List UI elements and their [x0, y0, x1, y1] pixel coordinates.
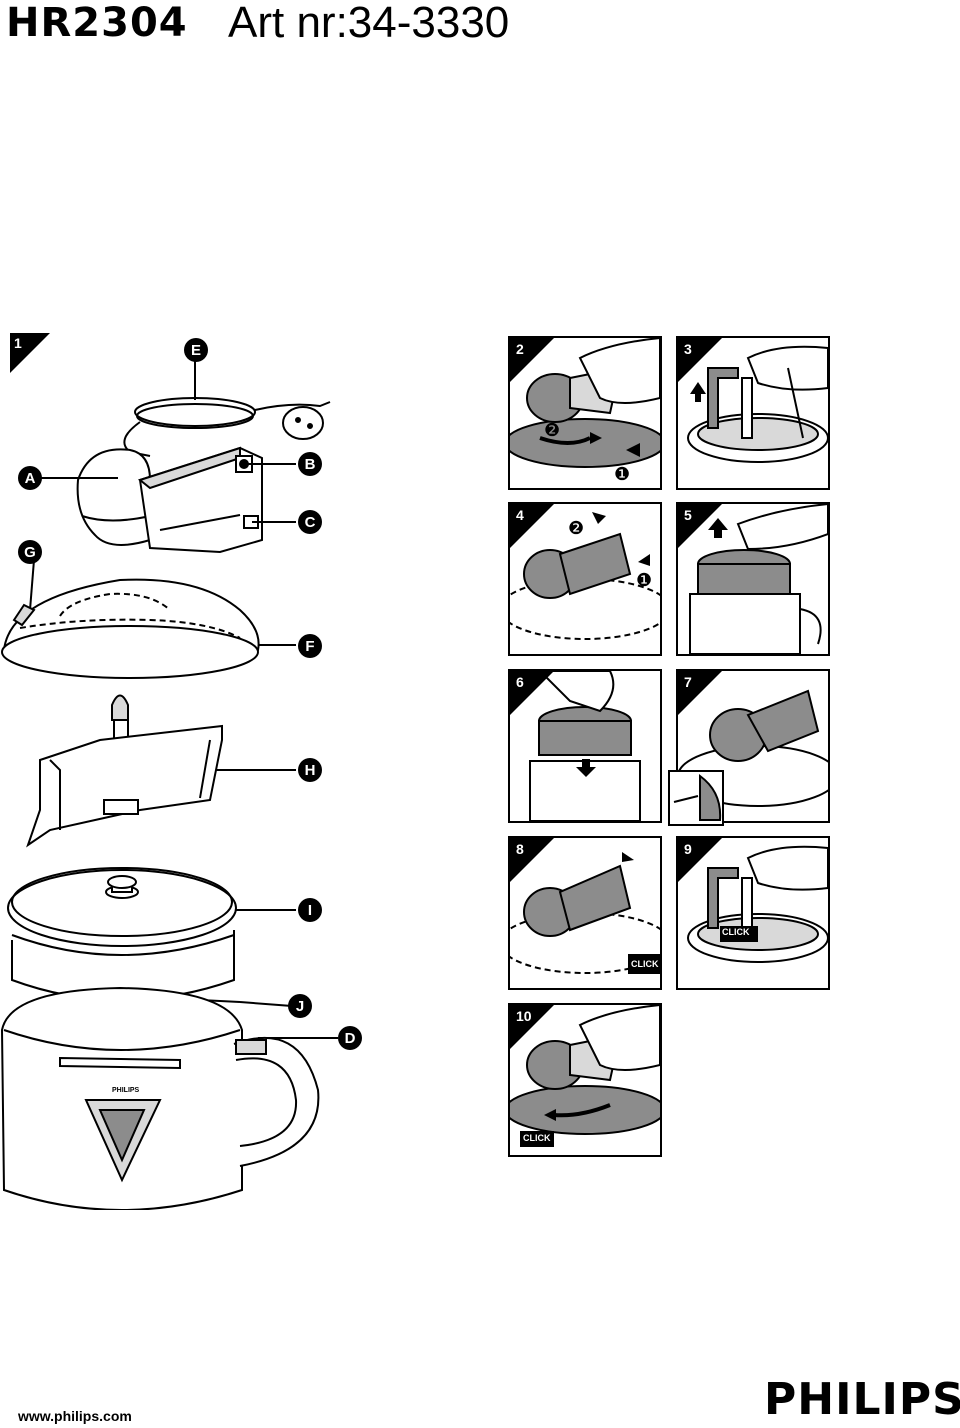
- callout-i: I: [298, 898, 322, 922]
- plug-icon: [282, 406, 324, 440]
- step-panel-8: 8 CLICK: [508, 836, 662, 990]
- step-number-4: 4: [516, 507, 524, 523]
- dasher: [26, 694, 223, 848]
- callout-g: G: [18, 540, 42, 564]
- step-7-inset: [668, 770, 724, 826]
- freezing-bowl: [7, 867, 237, 1001]
- step-3-illustration: [687, 345, 828, 463]
- website-url: www.philips.com: [18, 1408, 132, 1424]
- step-panel-3: 3: [676, 336, 830, 490]
- outer-container: [0, 986, 320, 1210]
- power-cord: [123, 360, 331, 457]
- step-number-3: 3: [684, 341, 692, 357]
- step-number-8: 8: [516, 841, 524, 857]
- exploded-view-illustration: PHILIPS: [0, 360, 338, 1210]
- step-4-illustration: [510, 512, 660, 640]
- step-2-mark-1: ❶: [614, 464, 631, 484]
- step-2-mark-2: ❷: [544, 420, 561, 440]
- model-number: HR2304: [6, 0, 188, 46]
- step-panel-2: 2 ❷ ❶: [508, 336, 662, 490]
- step-5-illustration: [689, 504, 828, 654]
- product-logo-text: PHILIPS: [112, 1087, 140, 1094]
- callout-d: D: [338, 1026, 362, 1050]
- step-number-10: 10: [516, 1008, 532, 1024]
- callout-f: F: [298, 634, 322, 658]
- callout-h: H: [298, 758, 322, 782]
- step-10-illustration: [510, 1005, 660, 1147]
- step-panel-5: 5: [676, 502, 830, 656]
- lid: [1, 578, 260, 679]
- callout-j: J: [288, 994, 312, 1018]
- callout-a: A: [18, 466, 42, 490]
- step-9-click-label: CLICK: [722, 927, 750, 937]
- step-4-mark-1: ❶: [636, 570, 653, 590]
- step-panel-10: 10 CLICK: [508, 1003, 662, 1157]
- step-panel-6: 6: [508, 669, 662, 823]
- article-number: Art nr:34-3330: [228, 0, 510, 47]
- step-number-9: 9: [684, 841, 692, 857]
- callout-c: C: [298, 510, 322, 534]
- callout-e: E: [184, 338, 208, 362]
- step-number-6: 6: [516, 674, 524, 690]
- step-number-5: 5: [684, 507, 692, 523]
- step-2-illustration: [510, 338, 660, 468]
- step-8-click-label: CLICK: [631, 959, 659, 969]
- step-number-7: 7: [684, 674, 692, 690]
- motor-unit: [76, 446, 263, 554]
- step-number: 1: [14, 335, 22, 351]
- step-number-2: 2: [516, 341, 524, 357]
- step-8-illustration: [510, 852, 660, 974]
- step-10-click-label: CLICK: [523, 1133, 551, 1143]
- callout-b: B: [298, 452, 322, 476]
- step-panel-4: 4 ❷ ❶: [508, 502, 662, 656]
- step-panel-9: 9 CLICK: [676, 836, 830, 990]
- step-6-illustration: [529, 671, 641, 821]
- step-corner: [10, 333, 50, 373]
- step-9-illustration: [687, 845, 828, 963]
- step-7-illustration: [678, 689, 828, 807]
- step-4-mark-2: ❷: [568, 518, 585, 538]
- brand-logo: PHILIPS: [764, 1374, 960, 1425]
